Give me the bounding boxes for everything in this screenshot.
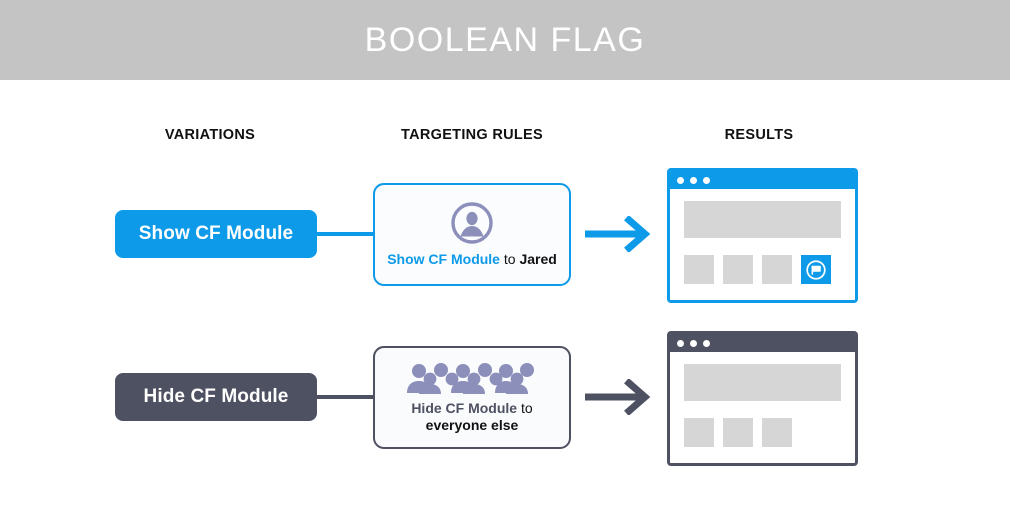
window-dot-icon: [690, 176, 697, 184]
window-dot-icon: [690, 339, 697, 347]
content-tile: [723, 418, 753, 447]
cf-module-tile[interactable]: [801, 255, 831, 284]
rule-audience-show: Jared: [519, 251, 557, 267]
targeting-rule-text-hide: Hide CF Module to everyone else: [405, 400, 538, 434]
content-placeholder-block: [684, 364, 841, 401]
result-browser-with-cf-module: [667, 168, 858, 303]
variation-pill-label: Hide CF Module: [143, 386, 289, 407]
flow-row-show-cf-module: Show CF Module Show CF Module to Jared: [0, 160, 1010, 310]
content-tile: [684, 418, 714, 447]
connector-line-show: [317, 232, 375, 236]
rule-flag-label-show: Show CF Module: [387, 251, 500, 267]
page-title: BOOLEAN FLAG: [364, 20, 646, 59]
column-heading-results: RESULTS: [724, 127, 794, 143]
targeting-rule-card-hide-cf-module[interactable]: Hide CF Module to everyone else: [373, 346, 571, 449]
targeting-rule-card-show-cf-module[interactable]: Show CF Module to Jared: [373, 183, 571, 286]
column-heading-variations: VARIATIONS: [164, 127, 256, 143]
column-heading-targeting-rules: TARGETING RULES: [401, 127, 543, 143]
rule-flag-label-hide: Hide CF Module: [411, 399, 518, 416]
group-of-people-icon: [406, 362, 534, 394]
flow-row-hide-cf-module: Hide CF Module: [0, 323, 1010, 473]
content-tile: [684, 255, 714, 284]
content-tile: [723, 255, 753, 284]
content-tile-row-hide: [684, 418, 841, 447]
browser-content-show: [670, 189, 855, 300]
browser-title-bar-show: [670, 171, 855, 189]
rule-audience-hide: everyone else: [425, 416, 519, 433]
content-tile: [762, 255, 792, 284]
flow-arrow-show: [585, 216, 651, 252]
variation-pill-hide-cf-module[interactable]: Hide CF Module: [115, 373, 317, 421]
window-dot-icon: [677, 339, 684, 347]
browser-title-bar-hide: [670, 334, 855, 352]
content-tile: [762, 418, 792, 447]
page-header: BOOLEAN FLAG: [0, 0, 1010, 80]
variation-pill-show-cf-module[interactable]: Show CF Module: [115, 210, 317, 258]
single-user-icon: [451, 202, 493, 244]
content-placeholder-block: [684, 201, 841, 238]
targeting-rule-text-show: Show CF Module to Jared: [381, 251, 563, 268]
rule-connector-word-hide: to: [520, 399, 533, 416]
result-browser-without-cf-module: [667, 331, 858, 466]
browser-content-hide: [670, 352, 855, 463]
rule-connector-word-show: to: [503, 251, 516, 267]
flow-arrow-hide: [585, 379, 651, 415]
window-dot-icon: [703, 176, 710, 184]
window-dot-icon: [677, 176, 684, 184]
window-dot-icon: [703, 339, 710, 347]
content-tile-row-show: [684, 255, 841, 284]
variation-pill-label: Show CF Module: [138, 223, 294, 244]
chat-flag-icon: [806, 259, 826, 280]
connector-line-hide: [317, 395, 375, 399]
column-headings: VARIATIONS TARGETING RULES RESULTS: [0, 127, 1010, 149]
